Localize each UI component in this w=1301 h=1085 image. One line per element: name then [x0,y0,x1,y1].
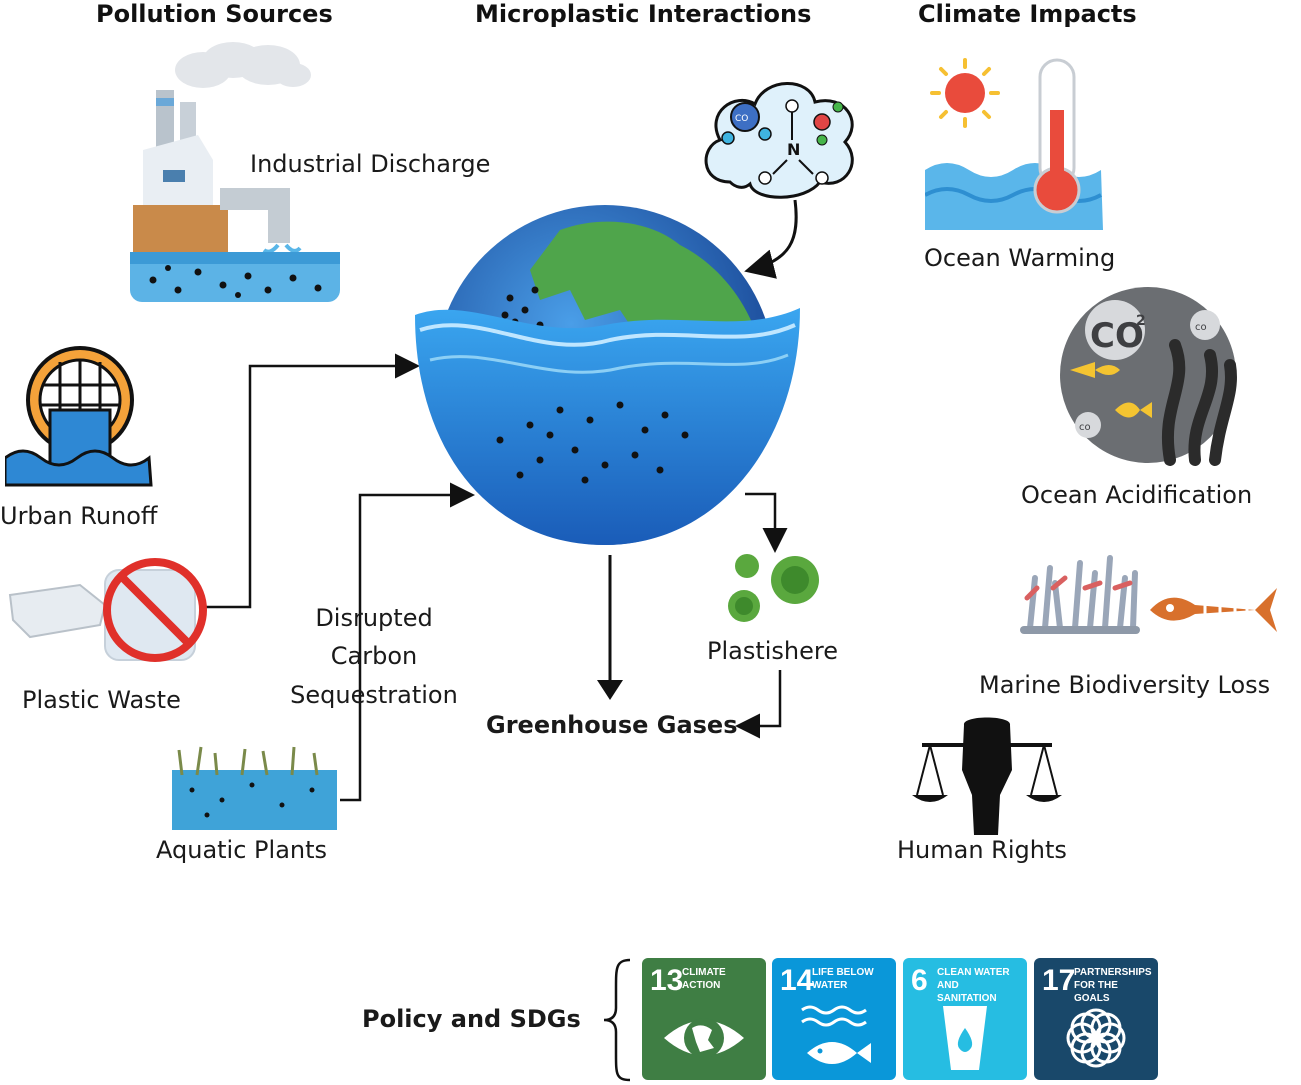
globe-ocean-icon [415,205,800,545]
header-climate-impacts: Climate Impacts [918,0,1137,28]
arrow-globe-to-plastisphere [745,492,788,553]
plastisphere-microbes-icon [728,554,819,622]
label-urban-runoff: Urban Runoff [0,502,158,530]
sdg-14-title: Life Below Water [812,967,874,991]
sdg-13-title: Climate Action [682,967,726,991]
arrow-plastisphere-to-greenhouse [735,670,782,739]
svg-text:N: N [787,140,800,159]
label-ocean-warming: Ocean Warming [924,244,1116,272]
arrow-molecule-to-globe [744,199,798,279]
fish-waves-icon [801,1005,871,1064]
label-policy-and-sdgs: Policy and SDGs [362,1005,581,1033]
svg-text:CO: CO [1090,316,1144,356]
brace-icon [603,958,631,1082]
label-human-rights: Human Rights [897,836,1067,864]
label-ocean-acidification: Ocean Acidification [1021,481,1253,509]
plastic-waste-icon [8,558,207,662]
sdg-13-number: 13 [650,964,684,997]
ocean-acidification-icon: CO 2 co co [1060,287,1237,466]
label-disrupted-line3: Sequestration [290,681,458,709]
factory-icon [130,42,340,302]
water-glass-icon [943,1006,987,1070]
label-greenhouse-gases: Greenhouse Gases [486,711,738,739]
eye-globe-icon [664,1018,744,1058]
sdg-13-tile: 13 Climate Action [642,958,766,1080]
label-plastic-waste: Plastic Waste [22,686,181,714]
marine-biodiversity-icon [1020,555,1277,634]
label-plastisphere: Plastishere [707,637,839,665]
svg-text:co: co [1195,322,1207,333]
sdg-6-number: 6 [911,964,928,997]
label-marine-biodiversity-loss: Marine Biodiversity Loss [979,671,1271,699]
sdg-14-tile: 14 Life Below Water [772,958,896,1080]
label-industrial-discharge: Industrial Discharge [250,150,491,178]
sdg-17-number: 17 [1042,964,1076,997]
sdg-17-title: Partnerships for the Goals [1074,967,1152,1004]
svg-text:co: co [1079,422,1091,433]
arrow-plastic-to-globe [205,353,420,609]
arrow-plants-to-globe [340,482,475,802]
drain-icon [5,346,153,487]
svg-text:CO: CO [735,114,748,124]
label-disrupted-line1: Disrupted [315,604,433,632]
sdg-6-tile: 6 Clean Water and Sanitation [903,958,1027,1080]
label-aquatic-plants: Aquatic Plants [156,836,328,864]
svg-text:2: 2 [1136,313,1146,329]
header-microplastic-interactions: Microplastic Interactions [475,0,812,28]
ocean-warming-icon [925,58,1103,230]
molecule-cloud-icon: CO N [704,82,854,199]
sdg-6-title: Clean Water and Sanitation [937,967,1010,1004]
sdg-17-tile: 17 Partnerships for the Goals [1034,958,1158,1080]
sdg-14-number: 14 [780,964,814,997]
aquatic-plants-image [172,746,337,830]
header-pollution-sources: Pollution Sources [96,0,333,28]
human-rights-icon [912,717,1062,835]
label-disrupted-line2: Carbon [330,642,418,670]
partnership-flower-icon [1066,1008,1126,1068]
